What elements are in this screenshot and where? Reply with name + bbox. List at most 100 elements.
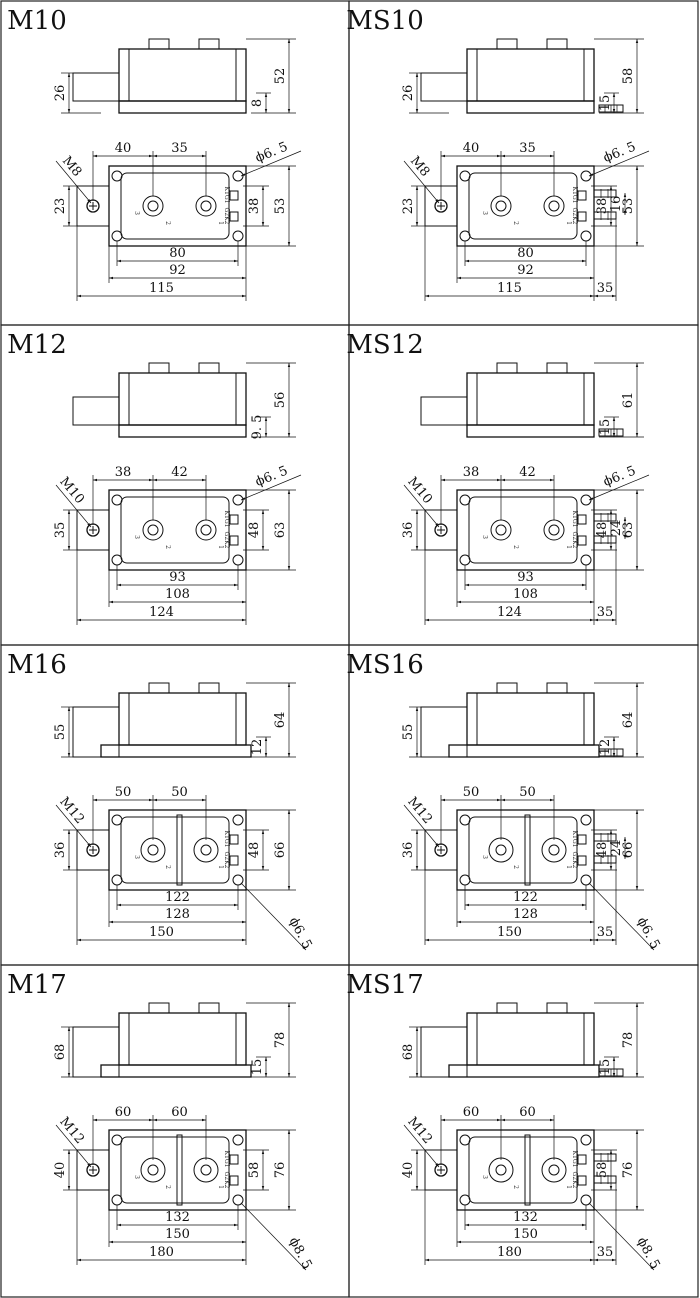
tube-spacing-dim: 16 (609, 196, 624, 213)
pitch-dim-2: 42 (519, 465, 536, 480)
module-inner (120, 172, 230, 240)
gate-label: K1G1 (223, 187, 230, 204)
mount-hole (232, 170, 244, 182)
terminal-ring (142, 519, 164, 541)
side-base (118, 424, 247, 438)
gate-label: G2K2 (223, 1172, 230, 1189)
pitch-dim-2: 35 (519, 141, 536, 156)
gate-label: G2K2 (223, 852, 230, 869)
width-dim-3: 150 (497, 925, 522, 940)
side-small-height: 8 (250, 99, 265, 107)
mount-hole (111, 494, 123, 506)
width-dim-1: 93 (517, 570, 534, 585)
side-base (118, 100, 247, 114)
pitch-dim-1: 50 (463, 785, 480, 800)
inner-height-dim: 58 (247, 1162, 262, 1179)
side-small-height: 12 (250, 739, 265, 756)
gate-label: K1G1 (571, 1151, 578, 1168)
side-small-height: 15 (598, 1059, 613, 1076)
terminal-hole (200, 844, 212, 856)
mount-hole (459, 494, 471, 506)
width-dim-2: 92 (517, 263, 534, 278)
pitch-dim-2: 42 (171, 465, 188, 480)
side-tab (72, 396, 120, 426)
tube-spacing-dim: 24 (609, 840, 624, 857)
mount-hole (459, 554, 471, 566)
side-body (466, 48, 595, 102)
side-base (448, 1064, 600, 1078)
width-dim-2: 150 (165, 1227, 190, 1242)
module-outline (456, 489, 595, 571)
inner-height-dim: 58 (595, 1162, 610, 1179)
gate-label: K1G1 (571, 511, 578, 528)
outer-height-dim: 63 (273, 522, 288, 539)
side-total-height: 78 (621, 1032, 636, 1049)
side-terminal (148, 362, 170, 374)
width-dim-2: 128 (165, 907, 190, 922)
center-divider (524, 1134, 531, 1206)
side-terminal (148, 1002, 170, 1014)
side-terminal (148, 682, 170, 694)
side-tab (420, 1026, 468, 1078)
side-terminal (198, 1002, 220, 1014)
mount-hole (111, 230, 123, 242)
terminal-label-2: 2 (164, 1185, 171, 1189)
mount-leader (403, 484, 440, 528)
terminal-label-3: 3 (481, 1175, 488, 1179)
pitch-dim-2: 60 (519, 1105, 536, 1120)
gate-connector (577, 190, 587, 201)
module-inner (120, 816, 230, 884)
module-inner (468, 172, 578, 240)
terminal-hole (495, 200, 507, 212)
mount-hole (580, 170, 592, 182)
hole-leader (588, 1202, 655, 1271)
tab-height-dim: 35 (53, 522, 68, 539)
side-tab (72, 1026, 120, 1078)
terminal-label-3: 3 (481, 855, 488, 859)
side-total-height: 56 (273, 392, 288, 409)
terminal-hole (548, 1164, 560, 1176)
tab-height-dim: 40 (401, 1162, 416, 1179)
inner-height-dim: 48 (595, 842, 610, 859)
mount-hole (459, 1134, 471, 1146)
side-small-height: 9. 5 (250, 415, 265, 440)
width-dim-2: 150 (513, 1227, 538, 1242)
terminal-ring (142, 195, 164, 217)
side-left-height: 26 (401, 85, 416, 102)
terminal-label-1: 1 (565, 221, 572, 225)
side-terminal (496, 362, 518, 374)
tube-spacing-dim: 24 (609, 520, 624, 537)
gate-label: G2K2 (223, 208, 230, 225)
side-terminal (496, 1002, 518, 1014)
gate-label: G2K2 (571, 532, 578, 549)
tab-height-dim: 36 (53, 842, 68, 859)
mount-leader (55, 484, 92, 528)
mount-hole (459, 814, 471, 826)
terminal-ring (140, 1157, 166, 1183)
terminal-hole (147, 200, 159, 212)
gate-connector (577, 514, 587, 525)
center-divider (176, 814, 183, 886)
width-dim-3: 115 (497, 281, 522, 296)
side-left-height: 55 (53, 724, 68, 741)
side-total-height: 61 (621, 392, 636, 409)
side-small-height: 15 (250, 1059, 265, 1076)
terminal-hole (495, 1164, 507, 1176)
mount-hole (459, 170, 471, 182)
side-terminal (546, 1002, 568, 1014)
mount-leader (55, 804, 92, 848)
mount-hole (459, 230, 471, 242)
outer-height-dim: 53 (273, 198, 288, 215)
width-dim-1: 80 (517, 246, 534, 261)
pitch-dim-1: 38 (115, 465, 132, 480)
terminal-label-2: 2 (512, 865, 519, 869)
